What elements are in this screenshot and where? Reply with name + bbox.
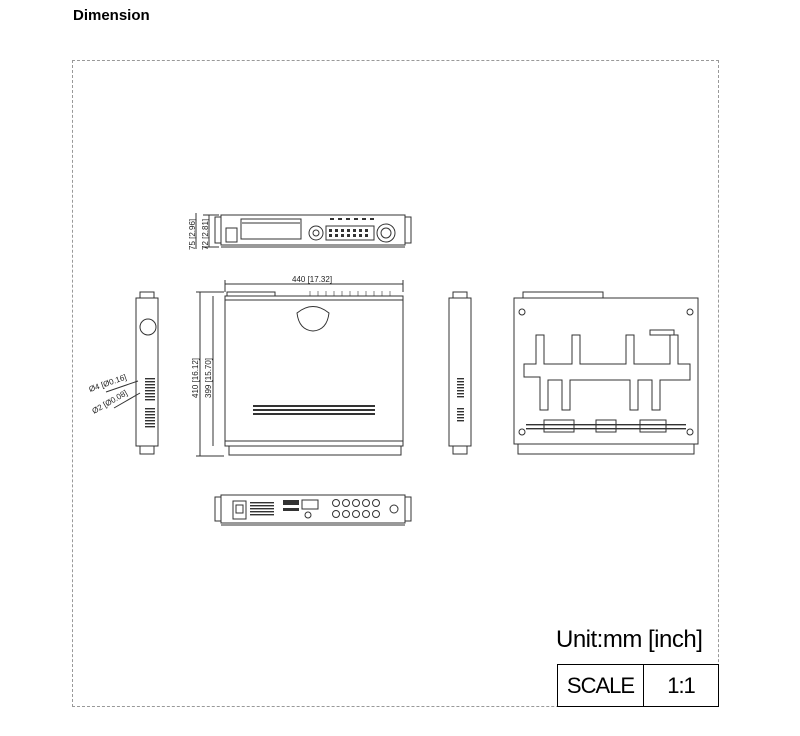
drawing-frame [72,60,719,707]
top-view [196,280,404,457]
right-side-view [448,291,472,455]
page-title: Dimension [73,7,150,24]
dim-depth-outer: 410 [16.12] [191,358,200,398]
scale-key: SCALE [558,665,644,706]
dim-height-inner: 72 [2.81] [201,219,210,250]
unit-label: Unit:mm [inch] [556,626,703,653]
dim-hole-small: Ø2 [Ø0.08] [91,388,129,415]
front-view [195,213,412,249]
rear-view [214,494,412,526]
scale-value: 1:1 [667,672,696,698]
dim-width: 440 [17.32] [292,275,332,284]
scale-box: SCALE 1:1 [557,664,719,707]
dim-depth-inner: 399 [15.70] [204,358,213,398]
left-side-view [105,291,159,455]
bottom-view [513,291,699,455]
dim-height-outer: 75 [2.96] [188,219,197,250]
